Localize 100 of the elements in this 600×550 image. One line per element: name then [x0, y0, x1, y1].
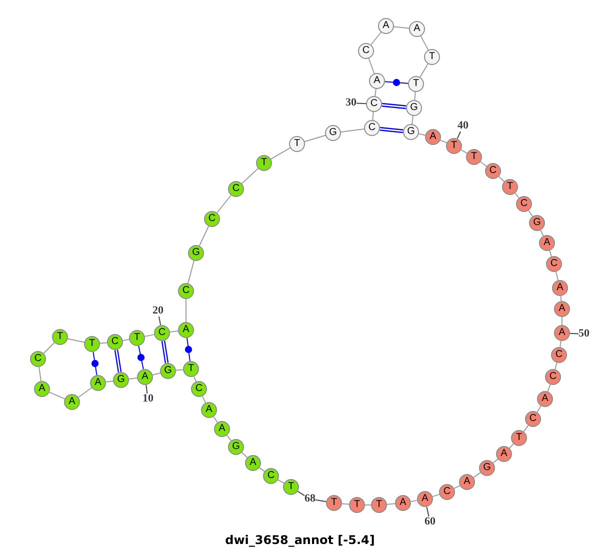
backbone-line	[128, 378, 138, 380]
base-pair-line	[384, 81, 409, 84]
backbone-line	[340, 128, 365, 132]
nucleotide-circle: T	[289, 136, 305, 152]
backbone-line	[368, 58, 375, 74]
backbone-line	[523, 424, 529, 432]
leader-line	[356, 102, 366, 104]
backbone-line	[213, 416, 218, 423]
nucleotide-circle: G	[479, 460, 495, 476]
backbone-line	[216, 194, 232, 214]
nucleotide-circle: T	[424, 49, 440, 65]
position-number: 60	[424, 516, 436, 528]
nucleotide-circle: A	[214, 421, 230, 437]
backbone-line	[412, 115, 414, 125]
backbone-line	[498, 176, 505, 182]
leader-line	[570, 332, 579, 334]
caption: dwi_3658_annot [-5.4]	[225, 533, 375, 548]
nucleotide-circle: T	[256, 155, 272, 171]
nucleotide-circle: A	[201, 402, 217, 418]
nucleotide-circle: A	[409, 21, 425, 37]
nucleotide-circle: A	[395, 495, 411, 511]
backbone-line	[514, 192, 520, 198]
backbone-line	[547, 384, 551, 392]
backbone-line	[420, 36, 429, 50]
base-pair-line	[161, 340, 169, 364]
nucleotide-circle: G	[403, 124, 419, 140]
leader-line	[315, 499, 327, 502]
backbone-line	[386, 503, 396, 505]
leader-line	[426, 506, 430, 517]
base-pair-line	[380, 126, 404, 134]
backbone-line	[144, 334, 155, 337]
backbone-line	[169, 330, 179, 332]
backbone-line	[432, 494, 440, 498]
nucleotide-circle: A	[425, 129, 441, 145]
nucleotide-circle: C	[30, 351, 46, 367]
nucleotide-circle: A	[554, 325, 570, 341]
nucleotide-circle: C	[545, 369, 561, 385]
nucleotide-circle: A	[554, 301, 570, 317]
leader-line	[456, 131, 462, 140]
nucleotide-circle: C	[191, 381, 207, 397]
backbone-line	[38, 366, 42, 382]
backbone-line	[528, 210, 533, 217]
backbone-line	[198, 226, 210, 246]
nucleotide-circle: A	[417, 491, 433, 507]
nucleotide-circle: C	[516, 196, 532, 212]
nucleotide-circle: G	[113, 372, 129, 388]
nucleotide-circle: C	[364, 120, 380, 136]
nucleotide-circle: A	[34, 381, 50, 397]
backbone-line	[304, 134, 326, 142]
backbone-line	[536, 405, 542, 413]
nucleotide-circle: A	[245, 455, 261, 471]
backbone-line	[370, 32, 382, 46]
backbone-line	[99, 342, 108, 344]
backbone-line	[549, 250, 552, 257]
base-pair-line	[114, 350, 122, 372]
backbone-line	[555, 271, 559, 281]
nucleotide-circle: T	[502, 179, 518, 195]
nucleotide-circle: C	[551, 347, 567, 363]
backbone-line	[560, 340, 562, 348]
nucleotide-circle: C	[439, 484, 455, 500]
nucleotide-circle: T	[371, 497, 387, 513]
backbone-line	[410, 500, 418, 502]
nucleotide-circle: A	[369, 73, 385, 89]
position-number: 30	[346, 98, 356, 108]
backbone-line	[508, 443, 514, 449]
nucleotide-circle: A	[552, 280, 568, 296]
backbone-line	[122, 338, 130, 342]
backbone-line	[241, 168, 259, 184]
position-number: 20	[152, 306, 164, 316]
nucleotide-circle: T	[349, 497, 365, 513]
backbone-line	[78, 387, 92, 398]
backbone-line	[460, 149, 468, 154]
nucleotide-circle: T	[283, 479, 299, 495]
nucleotide-circle: C	[263, 468, 279, 484]
nucleotide-circle: T	[511, 430, 527, 446]
backbone-line	[393, 26, 410, 29]
backbone-line	[440, 140, 448, 144]
backbone-line	[152, 372, 161, 376]
backbone-line	[270, 148, 291, 160]
backbone-line	[480, 161, 488, 167]
base-pair-line	[138, 345, 144, 370]
nucleotide-circle: T	[466, 149, 482, 165]
nucleotide-circle: G	[188, 245, 204, 261]
nucleotide-circle: G	[160, 363, 176, 379]
base-pair-line	[186, 337, 190, 362]
backbone-line	[372, 111, 374, 121]
nucleotide-circle: A	[539, 235, 555, 251]
backbone-line	[67, 338, 85, 343]
position-number: 10	[142, 394, 154, 404]
position-number: 68	[304, 494, 316, 504]
backbone-line	[105, 380, 114, 382]
nucleotide-circle: T	[446, 138, 462, 154]
nucleotide-circle: A	[137, 369, 153, 385]
nucleotide-circle: C	[178, 283, 194, 299]
backbone-line	[554, 362, 558, 370]
backbone-line	[473, 472, 481, 478]
backbone-line	[418, 133, 426, 136]
nucleotide-circle: T	[52, 329, 68, 345]
nucleotide-circle: T	[84, 336, 100, 352]
backbone-line	[278, 479, 284, 484]
